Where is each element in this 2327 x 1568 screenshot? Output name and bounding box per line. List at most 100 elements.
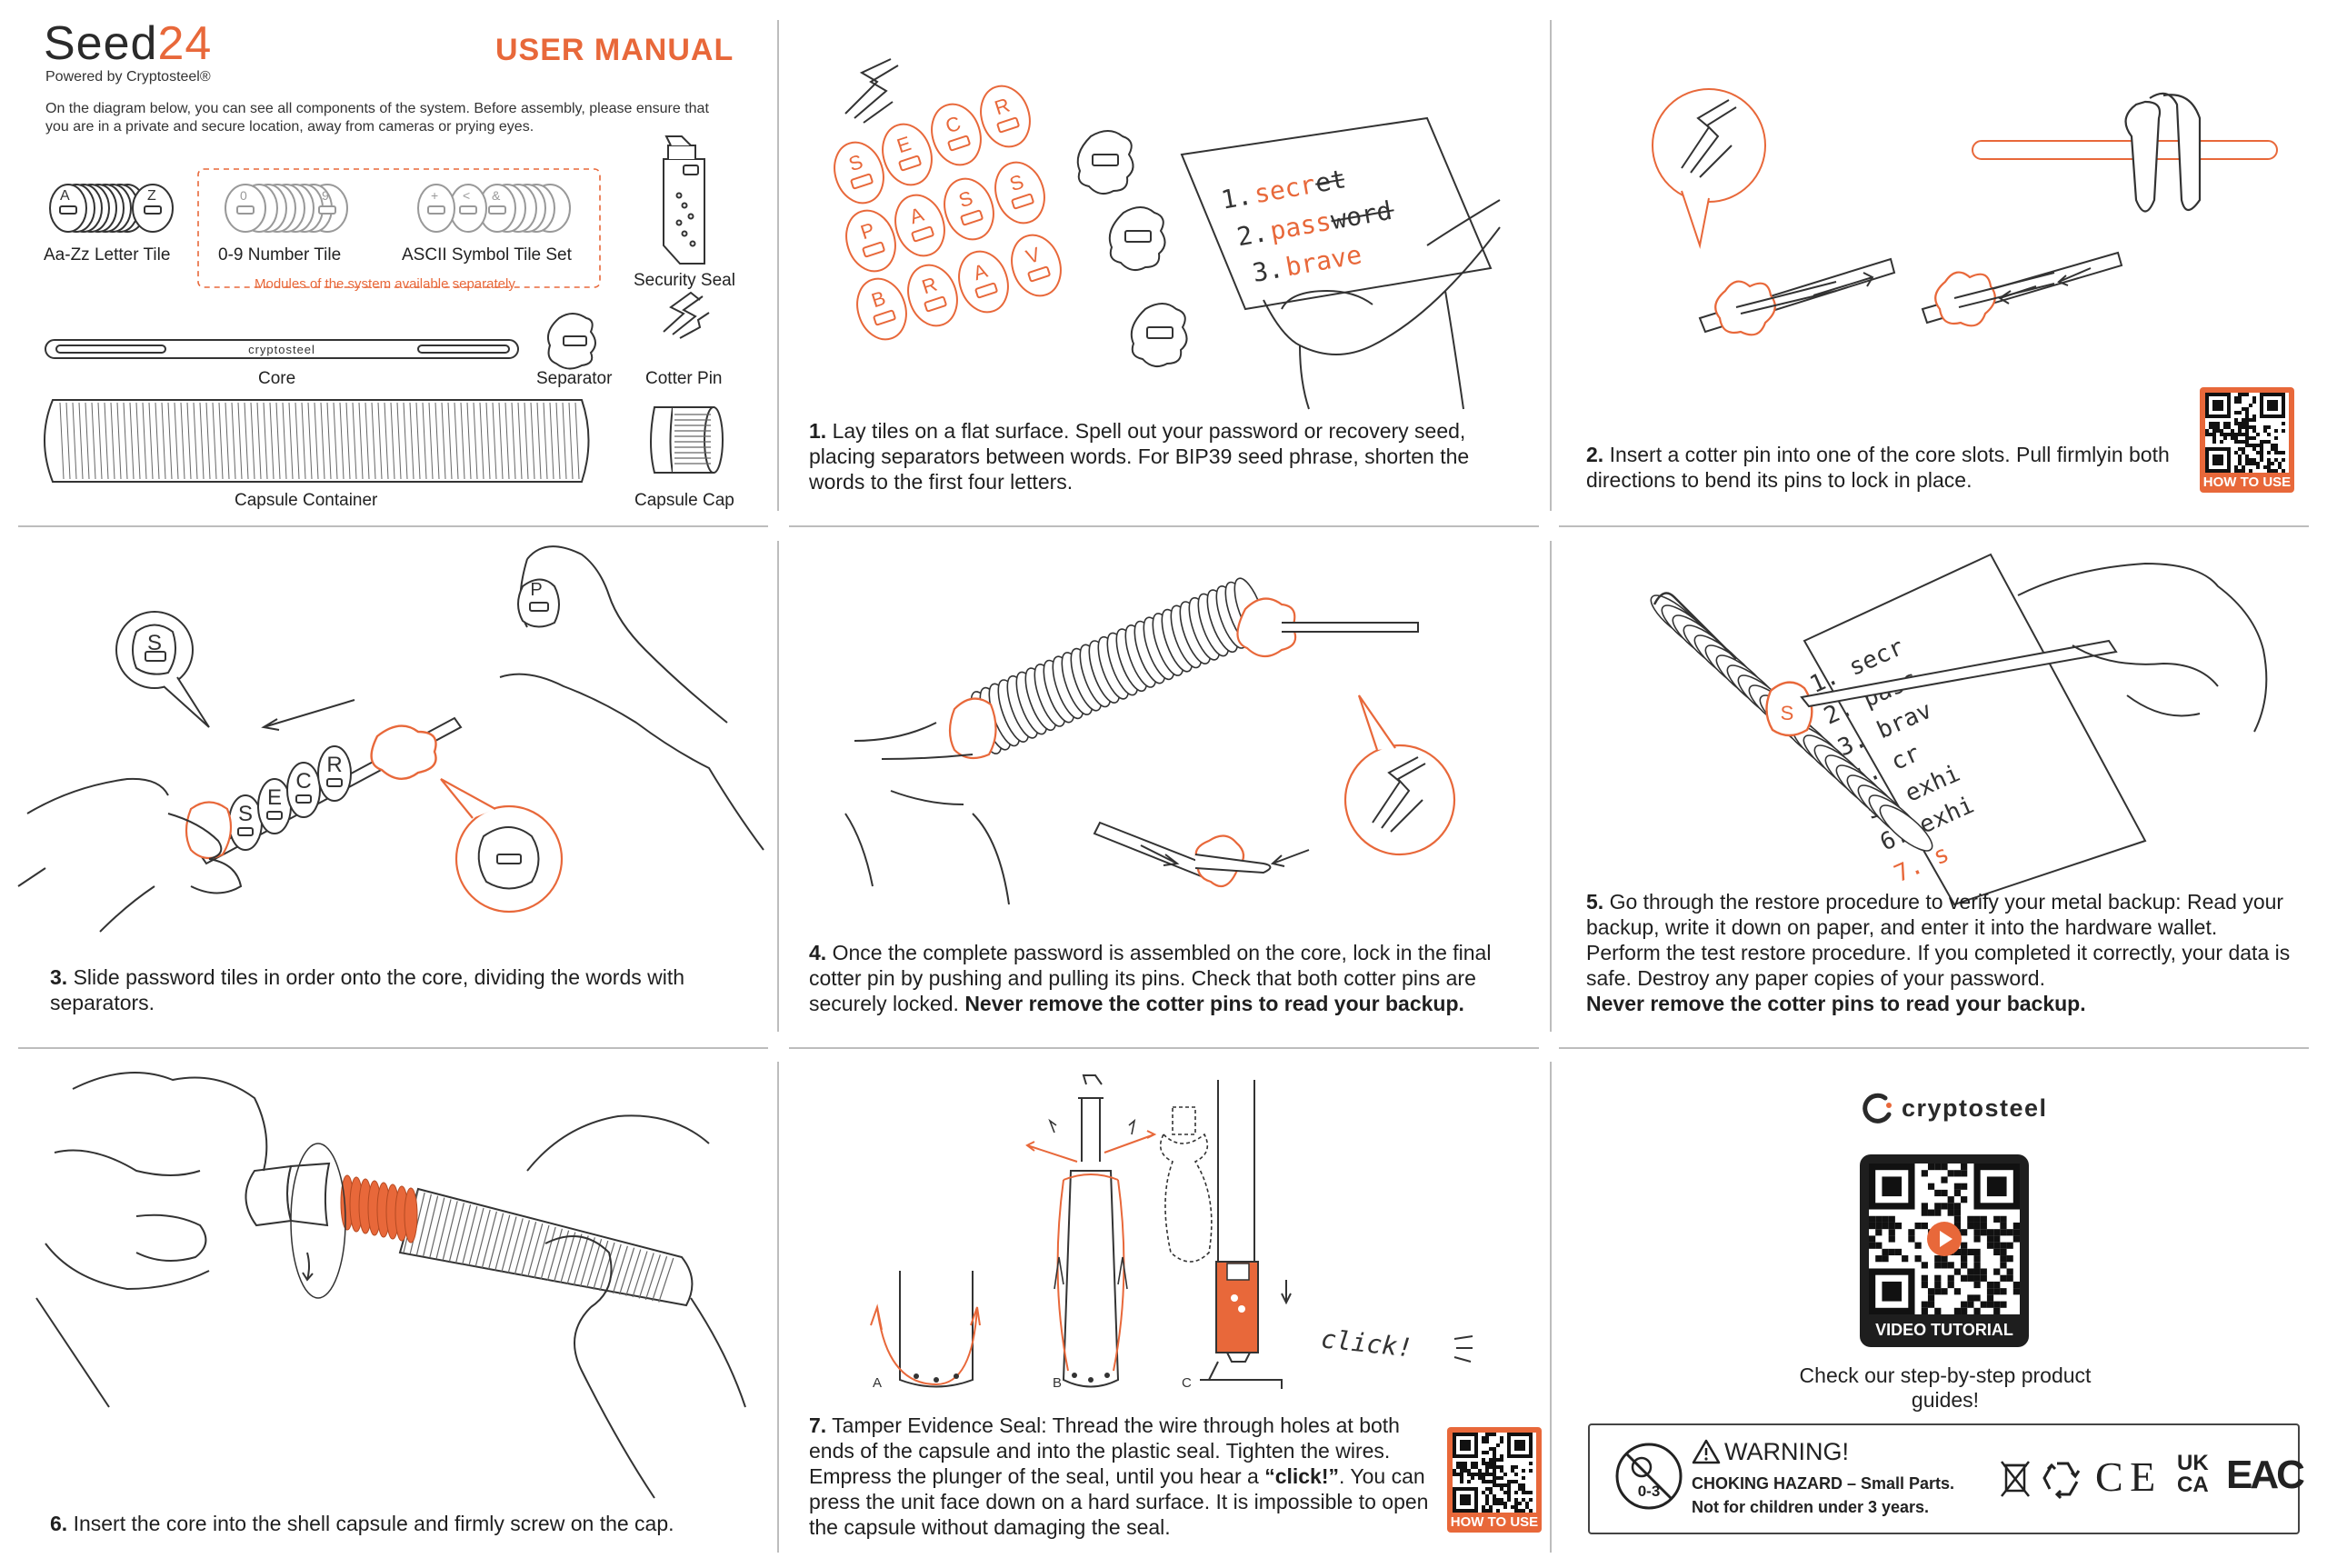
- tile-a-label: A: [60, 188, 70, 204]
- divider-row-2: [789, 1047, 1539, 1049]
- weee-bin-icon: [2001, 1461, 2030, 1497]
- how-to-use-qr-step2[interactable]: HOW TO USE: [2200, 387, 2294, 493]
- divider-col-2: [1550, 541, 1552, 1032]
- qr-code-icon: [2205, 393, 2289, 473]
- step2-text: Insert a cotter pin into one of the core…: [1586, 443, 2170, 492]
- step7-number: 7.: [809, 1413, 827, 1437]
- symbol-1-label: +: [431, 188, 438, 203]
- eac-mark: EAC: [2226, 1453, 2305, 1497]
- cryptosteel-logo-icon: [1863, 1093, 1892, 1124]
- tile-letter: E: [267, 785, 282, 810]
- label-letter-tile: Aa-Zz Letter Tile: [44, 245, 171, 265]
- cotter-pin-icon: [1681, 99, 1737, 178]
- step2-caption: 2. Insert a cotter pin into one of the c…: [1586, 442, 2195, 493]
- letter-tile: S: [944, 177, 994, 241]
- label-b: B: [1053, 1375, 1062, 1391]
- cryptosteel-wordmark: cryptosteel: [1902, 1094, 2048, 1122]
- step4-warning: Never remove the cotter pins to read you…: [964, 992, 1464, 1015]
- label-security-seal: Security Seal: [634, 271, 735, 290]
- ukca-line-2: CA: [2177, 1473, 2209, 1497]
- cap-threads: [674, 414, 711, 464]
- warning-line-2: Not for children under 3 years.: [1692, 1498, 1930, 1516]
- divider-col-2: [1550, 1062, 1552, 1553]
- step1-caption: 1. Lay tiles on a flat surface. Spell ou…: [809, 418, 1518, 494]
- security-seal-icon: [663, 135, 705, 265]
- core-with-pin-top: [1972, 140, 2278, 160]
- click-text: click!: [1320, 1323, 1414, 1363]
- step4-illustration: [844, 577, 1456, 905]
- tile-letter: R: [992, 94, 1013, 120]
- separator-icon: [547, 313, 596, 370]
- video-tutorial-label: VIDEO TUTORIAL: [1875, 1321, 2013, 1339]
- core-tile: R: [317, 745, 352, 802]
- label-number-tile: 0-9 Number Tile: [218, 245, 342, 265]
- label-core: Core: [258, 369, 296, 388]
- powered-by: Powered by Cryptosteel®: [45, 69, 211, 85]
- letter-tile: R: [980, 85, 1031, 148]
- note-line-3-number: 3.: [1250, 254, 1285, 288]
- label-capsule-cap: Capsule Cap: [634, 491, 734, 510]
- guides-text: Check our step-by-step product guides!: [1799, 1363, 2092, 1412]
- divider-col-1: [777, 20, 779, 511]
- note-paper: 1. secr et 2. pass word 3. brave: [1180, 116, 1501, 410]
- tile-0-label: 0: [240, 188, 247, 203]
- step2-number: 2.: [1586, 443, 1604, 466]
- cotter-pin-icon: [844, 58, 899, 124]
- divider-row-2: [1559, 1047, 2309, 1049]
- modules-box: [197, 168, 601, 288]
- cotter-pin-icon: [663, 291, 710, 339]
- step5-caption: 5. Go through the restore procedure to v…: [1586, 889, 2295, 1016]
- divider-row-1: [789, 525, 1539, 527]
- core-engraving: cryptosteel: [248, 343, 315, 356]
- tile-z-label: Z: [147, 188, 156, 204]
- step4-text: Once the complete password is assembled …: [809, 941, 1492, 1015]
- step6-text: Insert the core into the shell capsule a…: [73, 1512, 674, 1535]
- step5-warning: Never remove the cotter pins to read you…: [1586, 992, 2086, 1015]
- seal-plunger: [1215, 1261, 1259, 1353]
- number-tiles-icon: [225, 184, 348, 233]
- cryptosteel-logo: cryptosteel: [1860, 1091, 2048, 1125]
- video-tutorial-qr[interactable]: VIDEO TUTORIAL: [1860, 1154, 2029, 1347]
- letter-tile: V: [1011, 234, 1062, 297]
- logo-word: Seed: [44, 17, 158, 70]
- how-to-use-qr-step7[interactable]: HOW TO USE: [1447, 1427, 1542, 1533]
- ce-mark: C E: [2095, 1453, 2155, 1500]
- step7-caption: 7. Tamper Evidence Seal: Thread the wire…: [809, 1413, 1436, 1540]
- tile-letter: R: [919, 273, 940, 299]
- step1-number: 1.: [809, 419, 827, 443]
- letter-tile: R: [907, 264, 958, 327]
- letter-tile: S: [834, 141, 884, 205]
- step4-caption: 4. Once the complete password is assembl…: [809, 940, 1527, 1016]
- warning-line-1: CHOKING HAZARD – Small Parts.: [1692, 1474, 1955, 1493]
- ukca-line-1: UK: [2177, 1451, 2209, 1475]
- components-illustration: A Z 0 9 + < & cryptosteel: [44, 135, 724, 483]
- tile-letter: S: [238, 802, 253, 826]
- label-modules-note: Modules of the system available separate…: [255, 276, 515, 292]
- logo-number: 24: [157, 17, 213, 70]
- step7-click-bold: “click!”: [1264, 1464, 1340, 1488]
- recycle-icon: [2042, 1462, 2081, 1500]
- cotter-pin-icon: [1372, 756, 1426, 833]
- divider-col-1: [777, 541, 779, 1032]
- tile-letter: C: [943, 112, 964, 138]
- qr-label: HOW TO USE: [2202, 474, 2292, 490]
- label-c: C: [1182, 1375, 1192, 1391]
- step1-text: Lay tiles on a flat surface. Spell out y…: [809, 419, 1470, 494]
- qr-code-icon: [1453, 1433, 1536, 1513]
- capsule-cap-icon: [650, 406, 724, 474]
- divider-col-2: [1550, 20, 1552, 511]
- letter-tile: S: [994, 161, 1045, 225]
- bubble-tile-letter: S: [147, 631, 162, 655]
- label-symbol-tile: ASCII Symbol Tile Set: [402, 245, 572, 265]
- note-line-2-number: 2.: [1234, 217, 1270, 252]
- note-line-1-number: 1.: [1219, 180, 1254, 215]
- no-children-icon: 0-3: [1615, 1443, 1683, 1510]
- step4-number: 4.: [809, 941, 827, 964]
- divider-row-1: [1559, 525, 2309, 527]
- letter-tile: A: [958, 250, 1009, 314]
- divider-row-2: [18, 1047, 768, 1049]
- letter-tile: C: [931, 103, 982, 166]
- letter-tile: P: [845, 209, 896, 273]
